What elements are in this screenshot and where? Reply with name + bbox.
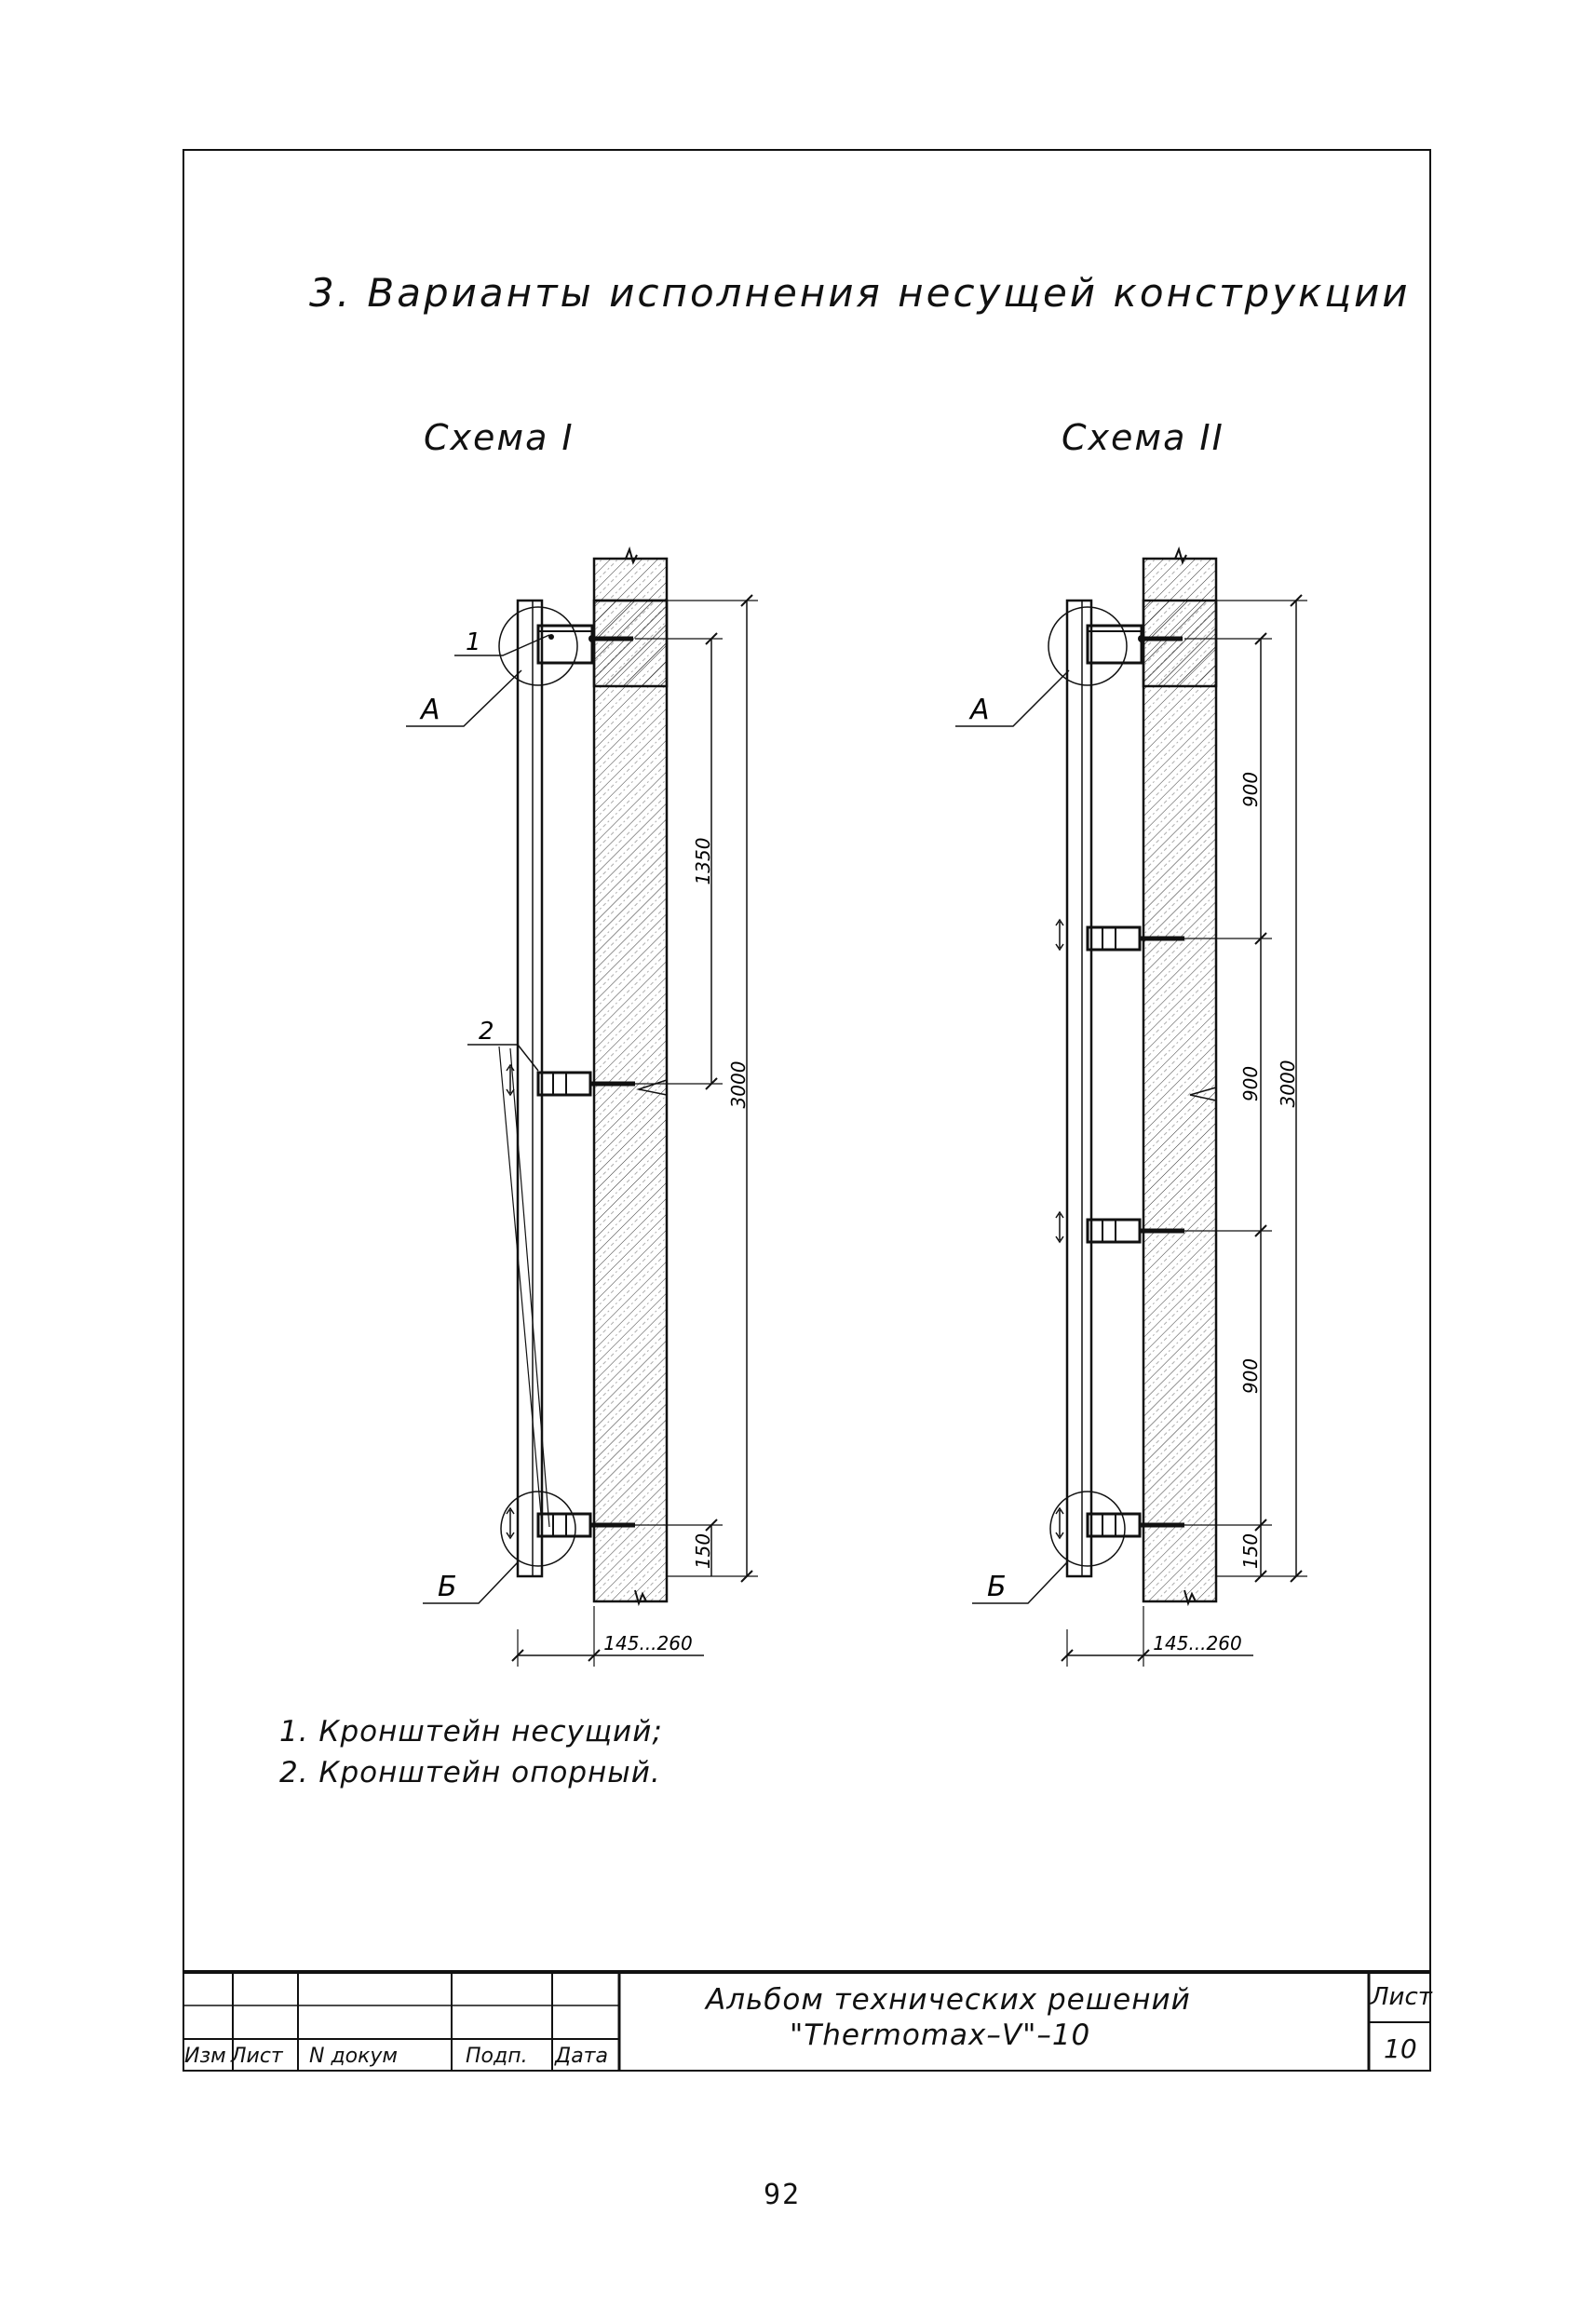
dim-900-bottom: 900	[1239, 1358, 1262, 1394]
support-bracket	[1055, 918, 1184, 952]
dim-3000: 3000	[727, 1061, 750, 1109]
dim-1350: 1350	[692, 838, 714, 885]
detail-circle-a	[1048, 606, 1128, 686]
support-bracket	[1055, 1210, 1184, 1244]
tb-list: Лист	[231, 2045, 283, 2068]
callout-a: А	[419, 694, 440, 726]
detail-circle-a	[498, 606, 578, 686]
detail-circle-b	[1049, 1491, 1126, 1567]
tb-sheet-label: Лист	[1371, 1983, 1432, 2011]
dim-145-260: 145...260	[1153, 1632, 1241, 1654]
bottom-bracket	[506, 1506, 635, 1540]
detail-circle-b	[500, 1491, 576, 1567]
dim-900-top: 900	[1239, 772, 1262, 807]
callout-2: 2	[479, 1018, 494, 1046]
dim-3000: 3000	[1277, 1060, 1299, 1108]
tb-sheet-number: 10	[1384, 2033, 1417, 2064]
drawing-frame	[183, 149, 1431, 2072]
legend-item-1: 1. Кронштейн несущий;	[279, 1715, 663, 1749]
cladding-panel	[1065, 599, 1093, 1578]
floor-slab	[1142, 599, 1218, 688]
wall-section	[1142, 557, 1218, 1603]
bearing-bracket	[536, 624, 633, 665]
tb-podp: Подп.	[466, 2045, 528, 2068]
album-title: Альбом технических решений	[706, 1983, 1191, 2017]
wall-section	[592, 557, 669, 1603]
dim-145-260: 145...260	[603, 1632, 692, 1654]
dim-900-middle: 900	[1239, 1066, 1262, 1101]
page-heading: 3. Варианты исполнения несущей конструкц…	[309, 270, 1411, 316]
callout-b: Б	[438, 1571, 457, 1603]
bearing-bracket	[1086, 624, 1183, 665]
break-mark	[1183, 1589, 1197, 1607]
callout-1: 1	[466, 628, 481, 656]
scheme-1: 1350 3000 150 145...260 1 А 2 Б	[406, 546, 758, 1667]
legend: 1. Кронштейн несущий; 2. Кронштейн опорн…	[279, 1711, 663, 1793]
page-number: 92	[764, 2179, 802, 2211]
callout-a: А	[968, 694, 990, 726]
break-mark	[1174, 546, 1187, 565]
album-code: "Thermomax–V"–10	[790, 2019, 1091, 2052]
legend-item-2: 2. Кронштейн опорный.	[279, 1756, 661, 1789]
break-mark	[625, 546, 638, 565]
dim-150: 150	[1239, 1533, 1262, 1569]
scheme-2: 900 900 900 3000 150 145...260 А Б	[955, 546, 1307, 1667]
tb-data: Дата	[555, 2045, 608, 2068]
tb-n-dokum: N докум	[309, 2045, 399, 2068]
tb-izm: Изм	[184, 2045, 226, 2068]
cladding-panel	[516, 599, 544, 1578]
title-block	[183, 1970, 1431, 2072]
scheme-1-title: Схема I	[424, 417, 575, 458]
scheme-2-title: Схема II	[1062, 417, 1224, 458]
support-bracket	[506, 1063, 635, 1097]
dim-150: 150	[692, 1533, 714, 1569]
floor-slab	[592, 599, 669, 688]
callout-b: Б	[987, 1571, 1007, 1603]
break-mark	[634, 1589, 647, 1607]
bottom-bracket	[1055, 1506, 1184, 1540]
